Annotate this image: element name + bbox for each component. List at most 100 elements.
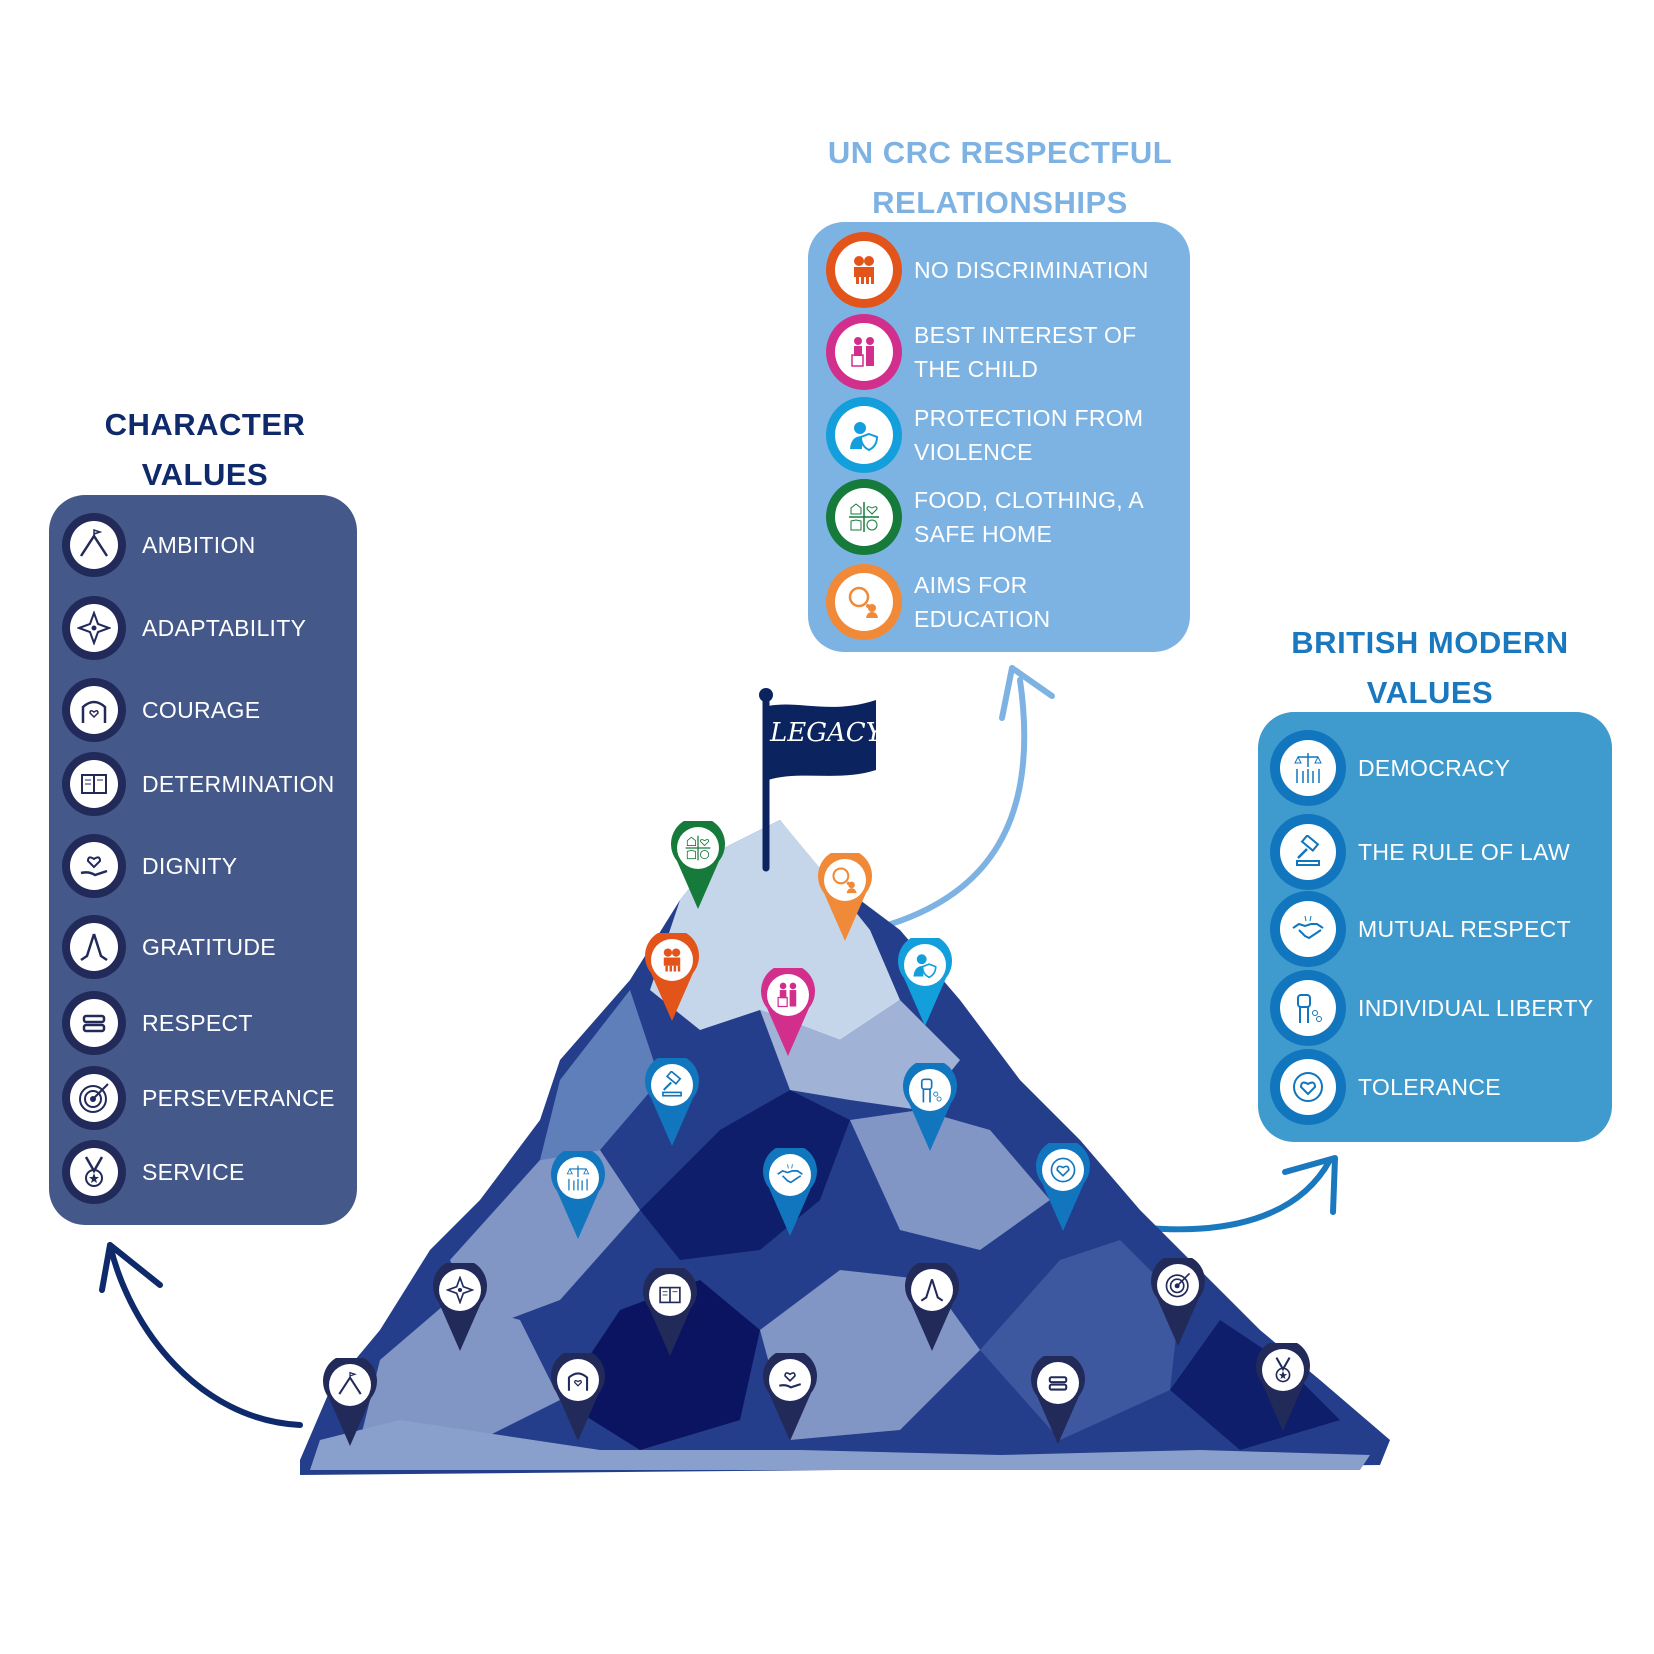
- british-value-label: MUTUAL RESPECT: [1358, 916, 1571, 942]
- title-line-1: BRITISH MODERN: [1291, 625, 1569, 660]
- british-value-label: DEMOCRACY: [1358, 755, 1511, 781]
- map-pin: [763, 1353, 817, 1443]
- uncrc-item: BEST INTEREST OF THE CHILD: [826, 314, 1137, 390]
- character-value-item: COURAGE: [62, 678, 260, 742]
- character-value-item: PERSEVERANCE: [62, 1066, 335, 1130]
- arrow-head-character: [99, 1242, 163, 1293]
- compass-star-icon: [70, 604, 118, 652]
- map-pin: [551, 1151, 605, 1241]
- title-line-2: RELATIONSHIPS: [872, 185, 1128, 220]
- arrow-to-british: [1117, 1157, 1333, 1233]
- uncrc-item: FOOD, CLOTHING, A SAFE HOME: [826, 479, 1144, 555]
- british-value-item: TOLERANCE: [1270, 1049, 1501, 1125]
- compass-star-icon: [439, 1269, 481, 1311]
- map-pin: [903, 1063, 957, 1153]
- character-value-badge: [62, 834, 126, 898]
- map-pin: [763, 1148, 817, 1238]
- british-value-item: THE RULE OF LAW: [1270, 814, 1570, 890]
- home-heart-shirt-apple-icon: [835, 488, 893, 546]
- equals-icon: [1037, 1362, 1079, 1404]
- praying-hands-icon: [70, 923, 118, 971]
- medal-star-icon: [1262, 1349, 1304, 1391]
- heart-hands-circle-icon: [1280, 1059, 1336, 1115]
- character-value-item: DIGNITY: [62, 834, 237, 898]
- medal-star-icon: [70, 1148, 118, 1196]
- uncrc-label: FOOD, CLOTHING, A SAFE HOME: [914, 487, 1145, 547]
- arrow-to-uncrc: [867, 677, 1028, 933]
- arrow-head-british: [1282, 1155, 1338, 1215]
- uncrc-badge: [826, 232, 902, 308]
- map-pin: [1151, 1258, 1205, 1348]
- handshake-icon: [1280, 901, 1336, 957]
- character-value-item: AMBITION: [62, 513, 256, 577]
- equals-icon: [70, 999, 118, 1047]
- title-line-2: VALUES: [141, 457, 269, 492]
- character-value-item: GRATITUDE: [62, 915, 276, 979]
- character-value-badge: [62, 1140, 126, 1204]
- character-value-item: ADAPTABILITY: [62, 596, 306, 660]
- uncrc-badge: [826, 564, 902, 640]
- character-value-badge: [62, 1066, 126, 1130]
- uncrc-item: NO DISCRIMINATION: [826, 232, 1149, 308]
- map-pin: [433, 1263, 487, 1353]
- character-value-label: SERVICE: [142, 1159, 245, 1185]
- target-arrow-icon: [70, 1074, 118, 1122]
- british-value-badge: [1270, 1049, 1346, 1125]
- arrow-head-uncrc: [999, 665, 1055, 721]
- scales-hands-icon: [557, 1157, 599, 1199]
- two-children-icon: [651, 939, 693, 981]
- adult-child-icon: [767, 974, 809, 1016]
- heart-hands-circle-icon: [1042, 1149, 1084, 1191]
- uncrc-label: BEST INTEREST OF THE CHILD: [914, 322, 1137, 382]
- title-line-1: UN CRC RESPECTFUL: [827, 135, 1173, 170]
- uncrc-badge: [826, 479, 902, 555]
- superhero-heart-icon: [557, 1359, 599, 1401]
- mountain-flag-icon: [70, 521, 118, 569]
- praying-hands-icon: [911, 1269, 953, 1311]
- uncrc-label: NO DISCRIMINATION: [914, 257, 1149, 283]
- map-pin: [671, 821, 725, 911]
- character-values-title: CHARACTER VALUES: [40, 400, 370, 500]
- two-children-icon: [835, 241, 893, 299]
- heart-hand-icon: [70, 842, 118, 890]
- uncrc-label: AIMS FOR EDUCATION: [914, 572, 1051, 632]
- uncrc-badge: [826, 314, 902, 390]
- uncrc-title: UN CRC RESPECTFUL RELATIONSHIPS: [800, 128, 1200, 228]
- british-value-badge: [1270, 970, 1346, 1046]
- flag-label: LEGACY: [770, 718, 883, 748]
- british-value-badge: [1270, 814, 1346, 890]
- uncrc-item: PROTECTION FROM VIOLENCE: [826, 397, 1143, 473]
- person-shield-icon: [835, 406, 893, 464]
- character-value-label: ADAPTABILITY: [142, 615, 307, 641]
- map-pin: [643, 1268, 697, 1358]
- character-value-label: DETERMINATION: [142, 771, 335, 797]
- globe-thought-icon: [835, 573, 893, 631]
- heart-hand-icon: [769, 1359, 811, 1401]
- british-value-label: INDIVIDUAL LIBERTY: [1358, 995, 1594, 1021]
- map-pin: [1036, 1143, 1090, 1233]
- character-value-label: GRATITUDE: [142, 934, 276, 960]
- legacy-flag: [759, 688, 876, 872]
- raised-fist-chain-icon: [1280, 980, 1336, 1036]
- character-value-badge: [62, 991, 126, 1055]
- uncrc-item: AIMS FOR EDUCATION: [826, 564, 1050, 640]
- character-value-badge: [62, 596, 126, 660]
- title-line-1: CHARACTER: [104, 407, 306, 442]
- gavel-icon: [1280, 824, 1336, 880]
- character-value-badge: [62, 752, 126, 816]
- character-value-badge: [62, 915, 126, 979]
- character-value-item: RESPECT: [62, 991, 253, 1055]
- map-pin: [551, 1353, 605, 1443]
- person-shield-icon: [904, 944, 946, 986]
- superhero-heart-icon: [70, 686, 118, 734]
- british-values-title: BRITISH MODERN VALUES: [1260, 618, 1600, 718]
- character-value-badge: [62, 678, 126, 742]
- character-value-label: PERSEVERANCE: [142, 1085, 335, 1111]
- raised-fist-chain-icon: [909, 1069, 951, 1111]
- uncrc-label: PROTECTION FROM VIOLENCE: [914, 405, 1144, 465]
- map-pin: [1031, 1356, 1085, 1446]
- target-arrow-icon: [1157, 1264, 1199, 1306]
- map-pin: [905, 1263, 959, 1353]
- character-value-item: SERVICE: [62, 1140, 245, 1204]
- map-pin: [761, 968, 815, 1058]
